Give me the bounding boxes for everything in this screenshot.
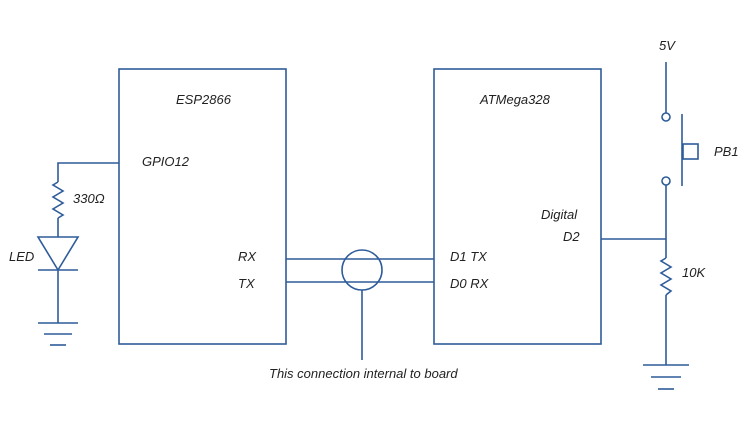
esp-title: ESP2866 (176, 92, 232, 107)
atmega-rx-label: D0 RX (450, 276, 490, 291)
wire-gpio12 (57, 162, 119, 182)
atmega-digital-label: Digital (541, 207, 578, 222)
internal-connection-circle (341, 249, 383, 291)
ground-symbol-left (38, 322, 78, 346)
pb1-terminal-bottom (661, 176, 671, 186)
led-triangle (36, 236, 80, 272)
atmega-title: ATMega328 (479, 92, 551, 107)
pb1-label: PB1 (714, 144, 739, 159)
resistor-10k (659, 257, 673, 296)
annotation-text: This connection internal to board (269, 366, 458, 381)
pushbutton-pb1 (681, 114, 699, 186)
pb1-terminal-top (661, 112, 671, 122)
resistor-10k-label: 10K (682, 265, 706, 280)
supply-5v-label: 5V (659, 38, 676, 53)
esp-block (118, 68, 287, 345)
atmega-tx-label: D1 TX (450, 249, 488, 264)
esp-gpio-label: GPIO12 (142, 154, 190, 169)
esp-tx-label: TX (238, 276, 256, 291)
led-label: LED (9, 249, 34, 264)
atmega-d2-label: D2 (563, 229, 580, 244)
resistor-330 (51, 181, 65, 219)
atmega-block (433, 68, 602, 345)
ground-symbol-right (643, 364, 689, 390)
esp-rx-label: RX (238, 249, 257, 264)
resistor-330-label: 330Ω (73, 191, 105, 206)
